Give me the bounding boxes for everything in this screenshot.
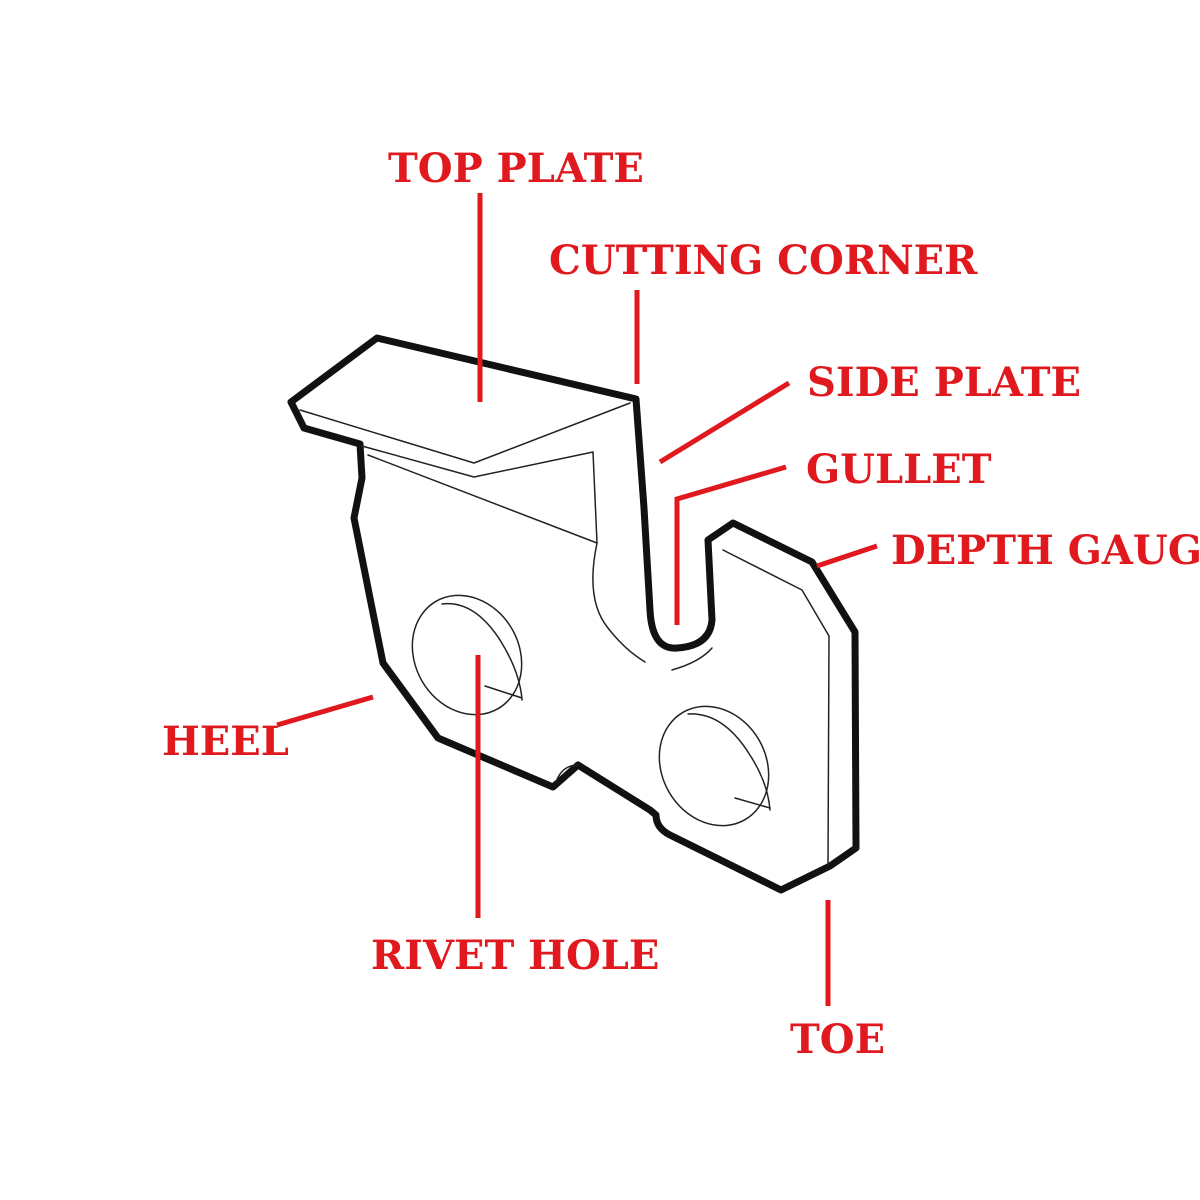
leader-heel	[276, 694, 374, 728]
leader-side-plate	[658, 380, 791, 465]
label-gullet: GULLET	[806, 446, 992, 493]
bottom-notch-detail	[555, 764, 579, 783]
cutter-body-outline	[287, 334, 860, 894]
rivet-hole-rear-depth	[687, 713, 771, 811]
gullet-inner-contour	[592, 542, 646, 663]
leader-depth-gauge	[816, 543, 878, 569]
rivet-hole-front-depth	[441, 602, 523, 701]
labels: TOP PLATE CUTTING CORNER SIDE PLATE GULL…	[162, 145, 1200, 1063]
label-rivet-hole: RIVET HOLE	[371, 932, 659, 979]
label-heel: HEEL	[162, 718, 289, 765]
cutter-drawing	[287, 334, 860, 894]
rivet-hole-front	[411, 594, 523, 716]
side-plate-inner-edge	[361, 445, 598, 544]
depth-gauge-inner-edge	[722, 549, 830, 866]
rivet-hole-front-depth-2	[484, 685, 523, 699]
leader-gullet	[674, 464, 787, 625]
label-side-plate: SIDE PLATE	[807, 359, 1081, 406]
rivet-hole-rear	[658, 705, 770, 827]
rivet-hole-rear-depth-2	[734, 797, 771, 809]
top-plate-facet	[299, 402, 631, 464]
gullet-inner-curve	[671, 647, 713, 671]
label-toe: TOE	[790, 1016, 885, 1063]
leader-lines	[276, 193, 878, 1006]
label-depth-gauge: DEPTH GAUGE	[891, 527, 1200, 574]
label-cutting-corner: CUTTING CORNER	[549, 237, 978, 284]
label-top-plate: TOP PLATE	[388, 145, 644, 192]
